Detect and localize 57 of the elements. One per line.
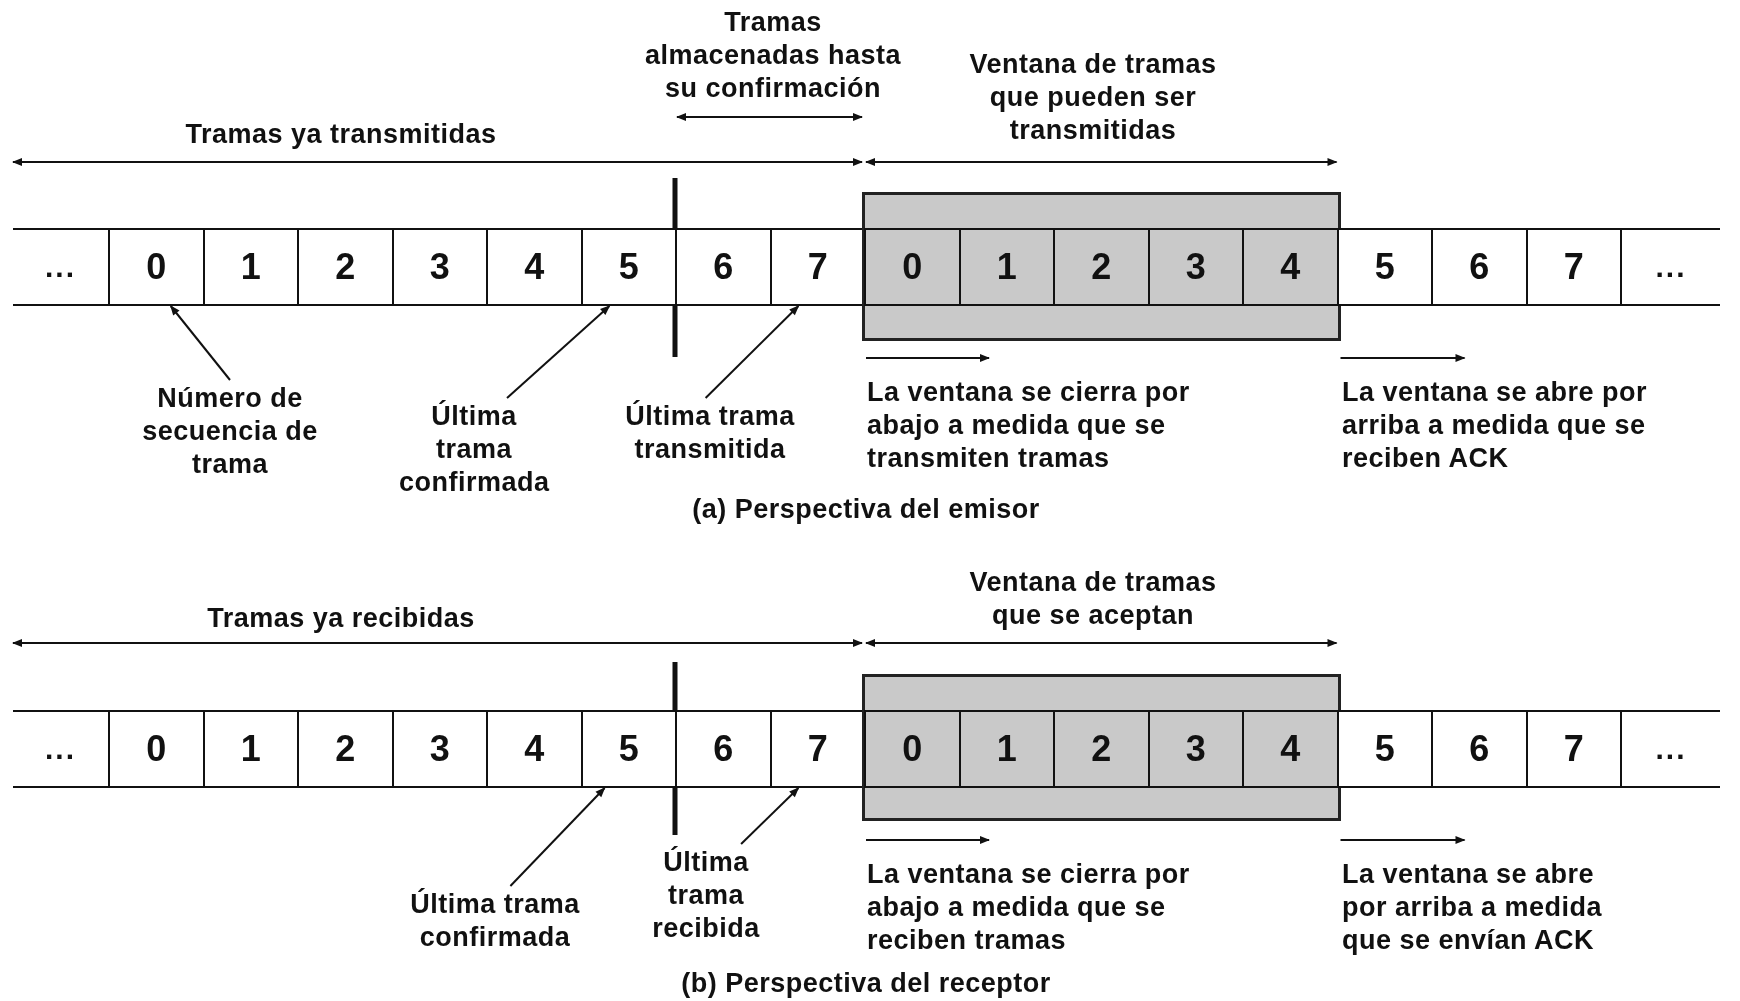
leader-line <box>740 787 800 845</box>
ellipsis-cell: ... <box>1620 710 1720 788</box>
frame-cell: 3 <box>391 710 488 788</box>
annotation-text: La ventana se cierra por abajo a medida que se reciben tramas <box>867 858 1191 957</box>
panel-caption: (a) Perspectiva del emisor <box>691 494 1041 524</box>
frame-cell: 6 <box>1431 228 1528 306</box>
annotation-text: Ventana de tramas que pueden ser transmitidas <box>968 48 1218 147</box>
leader-line <box>704 305 800 399</box>
frame-cell: 0 <box>864 228 961 306</box>
frame-cell: 0 <box>864 710 961 788</box>
callout-text: Última trama confirmada <box>399 400 549 499</box>
frame-cell: 6 <box>1431 710 1528 788</box>
ellipsis-cell: ... <box>1620 228 1720 306</box>
frame-cell: 5 <box>580 710 677 788</box>
callout-text: Última trama recibida <box>641 846 771 945</box>
annotation-text: Tramas ya recibidas <box>206 602 476 635</box>
frame-cell: 6 <box>675 710 772 788</box>
callout-text: Última trama confirmada <box>385 888 605 954</box>
frame-cell: 1 <box>202 228 299 306</box>
ellipsis-cell: ... <box>13 228 110 306</box>
frame-cell: 5 <box>580 228 677 306</box>
window-box <box>862 674 1341 821</box>
callout-text: Número de secuencia de trama <box>137 382 323 481</box>
leader-line <box>506 305 611 399</box>
annotation-text: Tramas ya transmitidas <box>184 118 498 151</box>
frame-cell: 2 <box>297 710 394 788</box>
frame-cell: 3 <box>1147 228 1244 306</box>
leader-line <box>509 787 606 887</box>
frame-cell: 4 <box>486 228 583 306</box>
frame-cell: 5 <box>1336 228 1433 306</box>
annotation-text: La ventana se abre por arriba a medida que se envían ACK <box>1342 858 1604 957</box>
annotation-text: Tramas almacenadas hasta su confirmación <box>643 6 903 105</box>
frame-cell: 2 <box>1053 710 1150 788</box>
panel-caption: (b) Perspectiva del receptor <box>680 968 1052 998</box>
frame-cell: 4 <box>1242 228 1339 306</box>
callout-text: Última trama transmitida <box>600 400 820 466</box>
frame-cell: 0 <box>108 228 205 306</box>
frame-cell: 7 <box>1525 228 1622 306</box>
frame-cell: 7 <box>1525 710 1622 788</box>
frame-cell: 4 <box>486 710 583 788</box>
frame-cell: 1 <box>958 228 1055 306</box>
frame-cell: 2 <box>297 228 394 306</box>
frame-cell: 6 <box>675 228 772 306</box>
annotation-text: Ventana de tramas que se aceptan <box>968 566 1218 632</box>
annotation-text: La ventana se cierra por abajo a medida que se transmiten tramas <box>867 376 1191 475</box>
frame-cell: 1 <box>958 710 1055 788</box>
frame-cell: 1 <box>202 710 299 788</box>
annotation-text: La ventana se abre por arriba a medida que se reciben ACK <box>1342 376 1649 475</box>
leader-line <box>169 305 231 381</box>
frame-cell: 4 <box>1242 710 1339 788</box>
frame-cell: 3 <box>391 228 488 306</box>
frame-cell: 2 <box>1053 228 1150 306</box>
frame-cell: 3 <box>1147 710 1244 788</box>
window-box <box>862 192 1341 341</box>
frame-cell: 5 <box>1336 710 1433 788</box>
frame-cell: 0 <box>108 710 205 788</box>
ellipsis-cell: ... <box>13 710 110 788</box>
